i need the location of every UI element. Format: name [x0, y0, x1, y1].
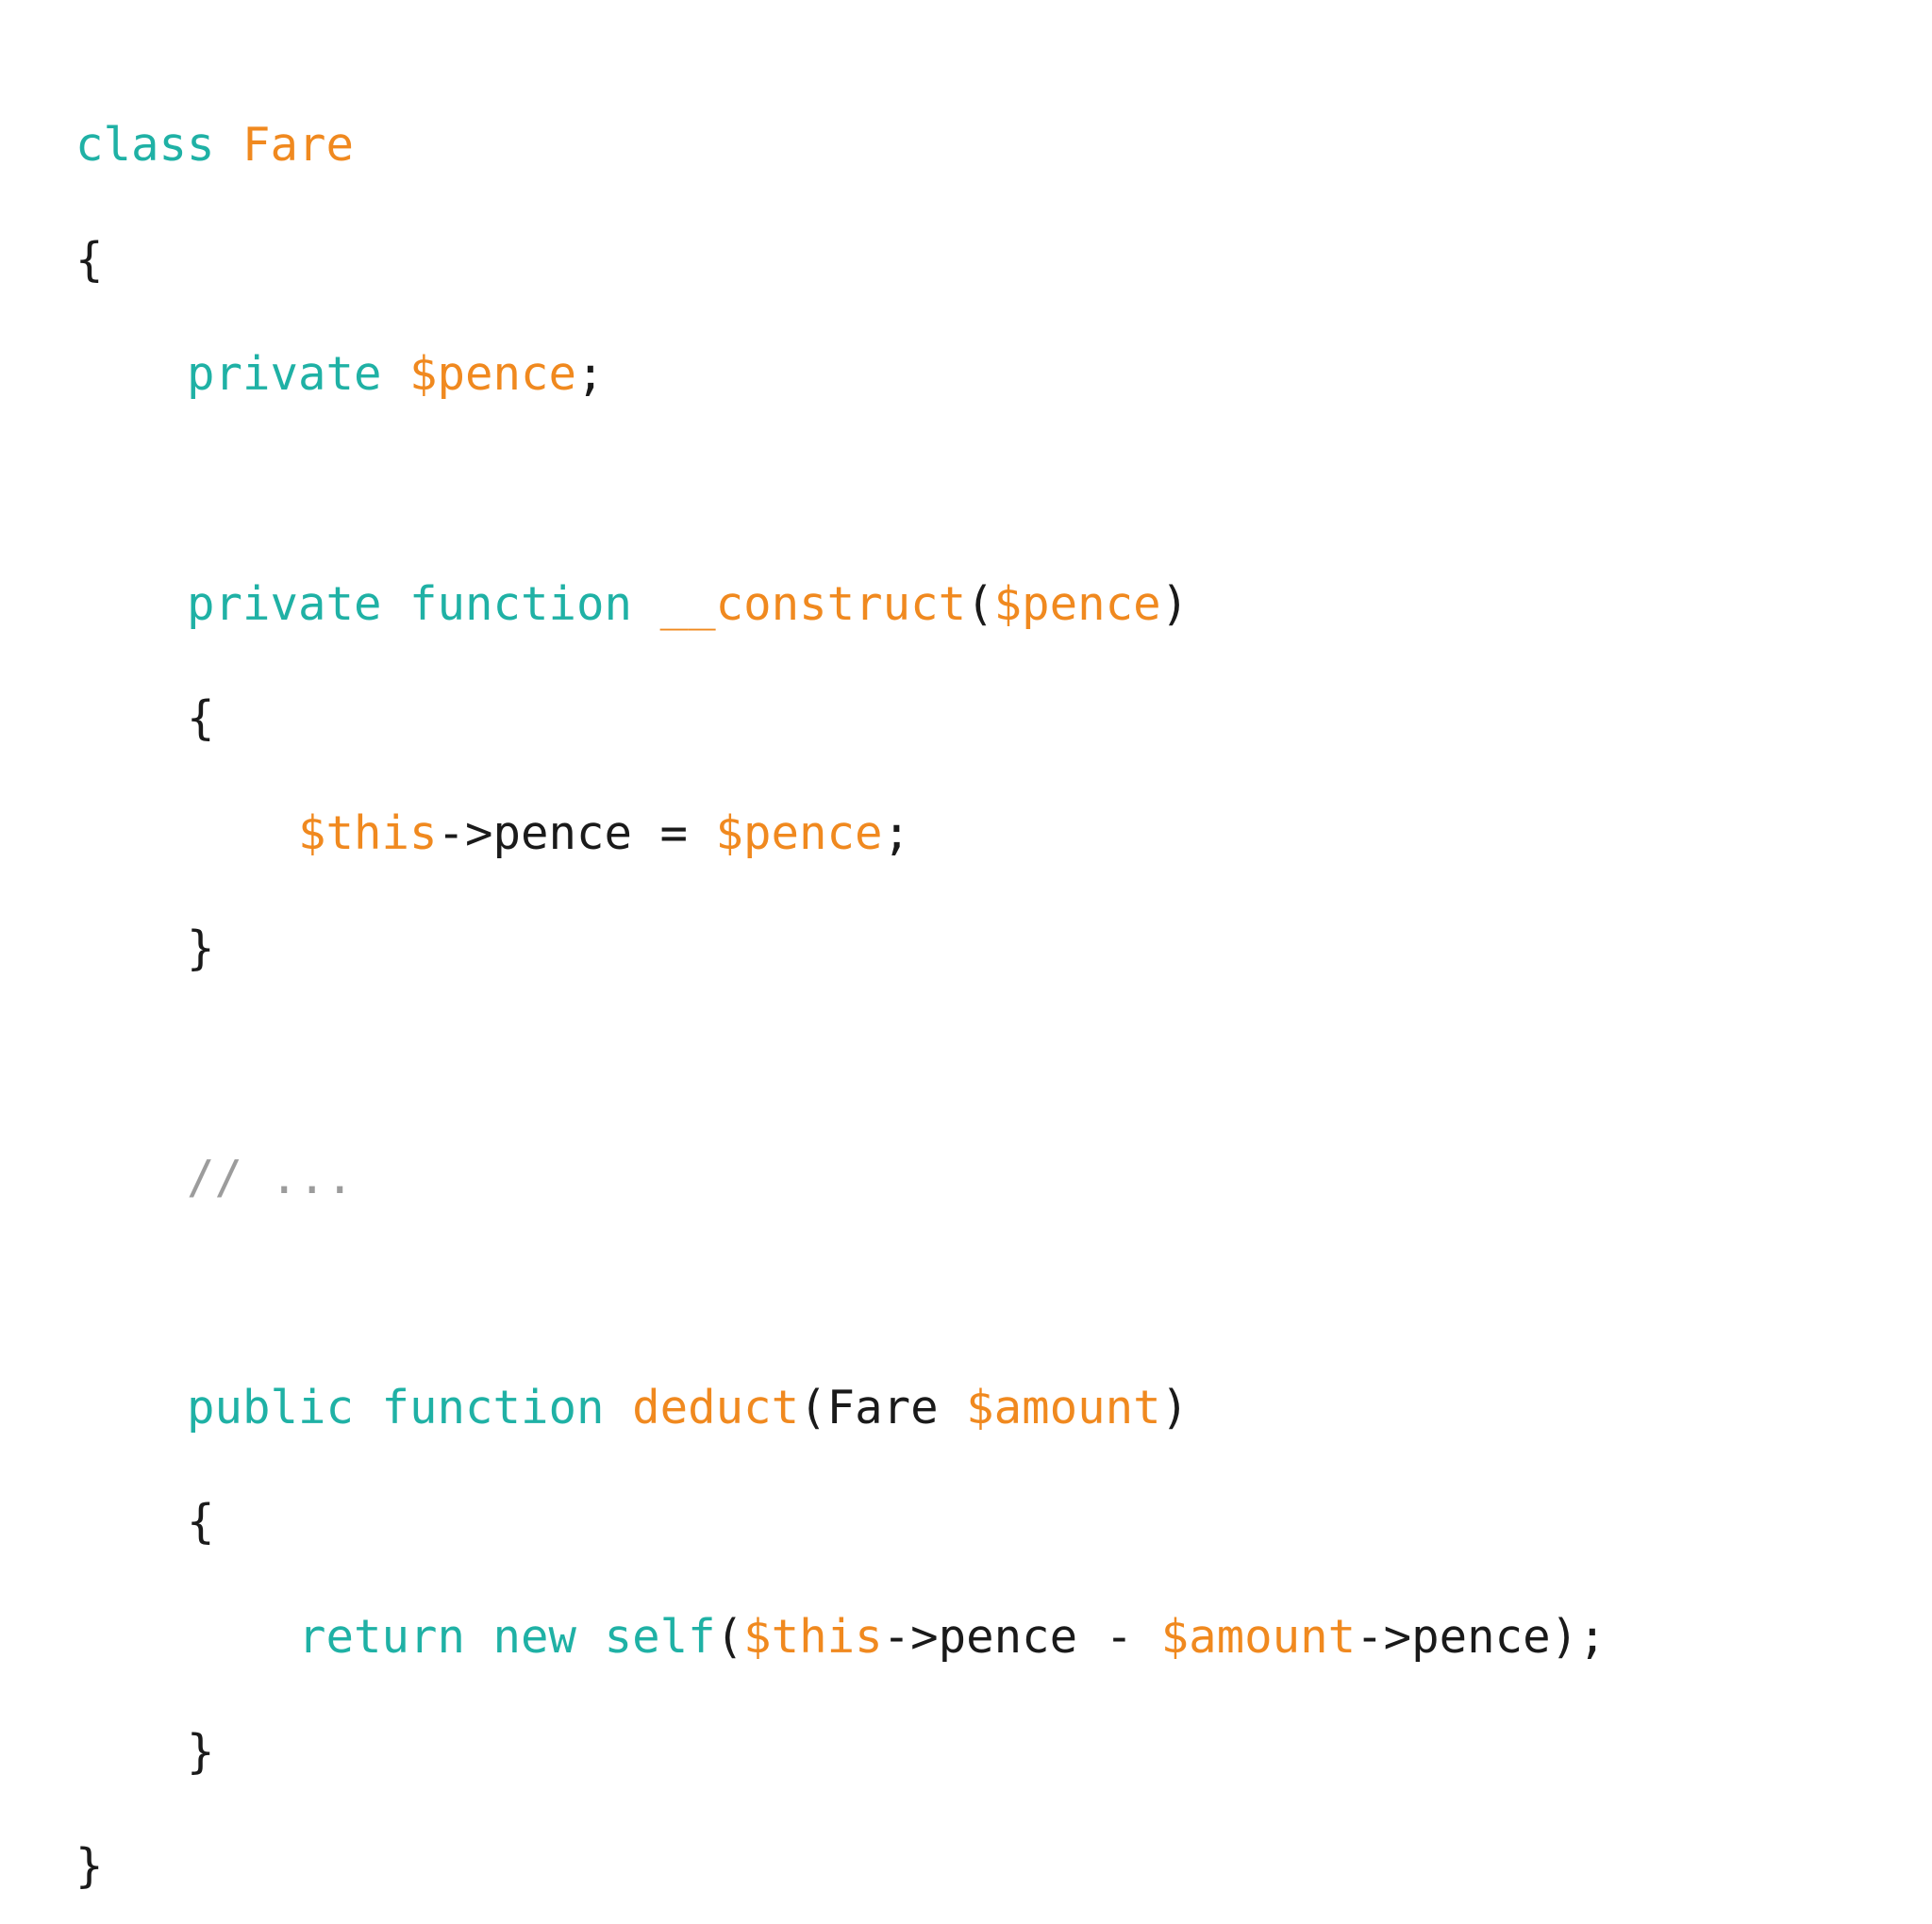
code-token: $amount	[1160, 1609, 1357, 1664]
code-line: return new self($this->pence - $amount->…	[75, 1580, 1607, 1695]
code-token: function	[381, 1380, 605, 1435]
code-line-blank	[75, 1006, 1607, 1121]
code-token	[632, 577, 660, 631]
code-token	[75, 1151, 187, 1204]
code-token	[75, 347, 187, 401]
code-token: (	[966, 576, 994, 631]
code-token: class	[75, 118, 215, 172]
code-comment: // ...	[187, 1151, 355, 1205]
code-token	[382, 347, 410, 401]
code-token: private	[187, 347, 382, 402]
code-token: public	[187, 1380, 355, 1435]
code-token	[215, 118, 243, 172]
code-token: {	[75, 232, 104, 287]
code-token	[382, 577, 410, 631]
code-token: (	[715, 1609, 744, 1664]
code-token: return	[298, 1609, 466, 1664]
code-line: {	[75, 1465, 1607, 1580]
code-token: $pence	[409, 347, 577, 402]
code-token	[75, 1381, 187, 1435]
code-token: $amount	[966, 1380, 1161, 1435]
code-token	[75, 577, 187, 631]
code-token: private	[187, 576, 382, 631]
code-line: // ...	[75, 1120, 1607, 1236]
code-block: class Fare { private $pence; private func…	[75, 88, 1607, 1924]
code-line: }	[75, 1809, 1607, 1924]
code-token: ;	[576, 347, 605, 402]
code-token: function	[409, 576, 633, 631]
code-token	[465, 1610, 493, 1664]
code-token: Fare	[242, 118, 355, 172]
code-token: ;	[882, 806, 911, 861]
code-token	[75, 1610, 298, 1664]
code-line-blank	[75, 432, 1607, 547]
code-line: {	[75, 661, 1607, 776]
code-token: }	[75, 1724, 215, 1779]
code-line: }	[75, 1695, 1607, 1810]
code-line: private $pence;	[75, 317, 1607, 432]
code-line: }	[75, 891, 1607, 1006]
code-token: ->pence =	[437, 806, 716, 861]
code-token: $this	[298, 806, 438, 861]
code-line: public function deduct(Fare $amount)	[75, 1351, 1607, 1466]
code-token	[605, 1381, 633, 1435]
code-line: $this->pence = $pence;	[75, 776, 1607, 891]
code-token: $this	[743, 1609, 883, 1664]
code-token: (Fare	[799, 1380, 967, 1435]
code-line: private function __construct($pence)	[75, 547, 1607, 662]
code-token	[75, 806, 298, 860]
code-line-blank	[75, 1236, 1607, 1351]
code-line: class Fare	[75, 88, 1607, 203]
code-token: __construct	[659, 576, 967, 631]
code-token: $pence	[993, 576, 1161, 631]
code-token: ->pence -	[882, 1609, 1161, 1664]
code-token: self	[604, 1609, 716, 1664]
code-token: }	[75, 921, 215, 975]
code-token	[576, 1610, 605, 1664]
code-token: }	[75, 1839, 104, 1894]
code-token: $pence	[715, 806, 883, 861]
code-token: )	[1160, 576, 1190, 631]
code-token: new	[492, 1609, 577, 1664]
code-token: ->pence);	[1356, 1609, 1607, 1664]
code-token: {	[75, 1495, 215, 1550]
code-token	[354, 1381, 382, 1435]
code-line: {	[75, 203, 1607, 318]
code-token: {	[75, 691, 215, 746]
code-token: deduct	[632, 1380, 800, 1435]
code-token: )	[1160, 1380, 1190, 1435]
